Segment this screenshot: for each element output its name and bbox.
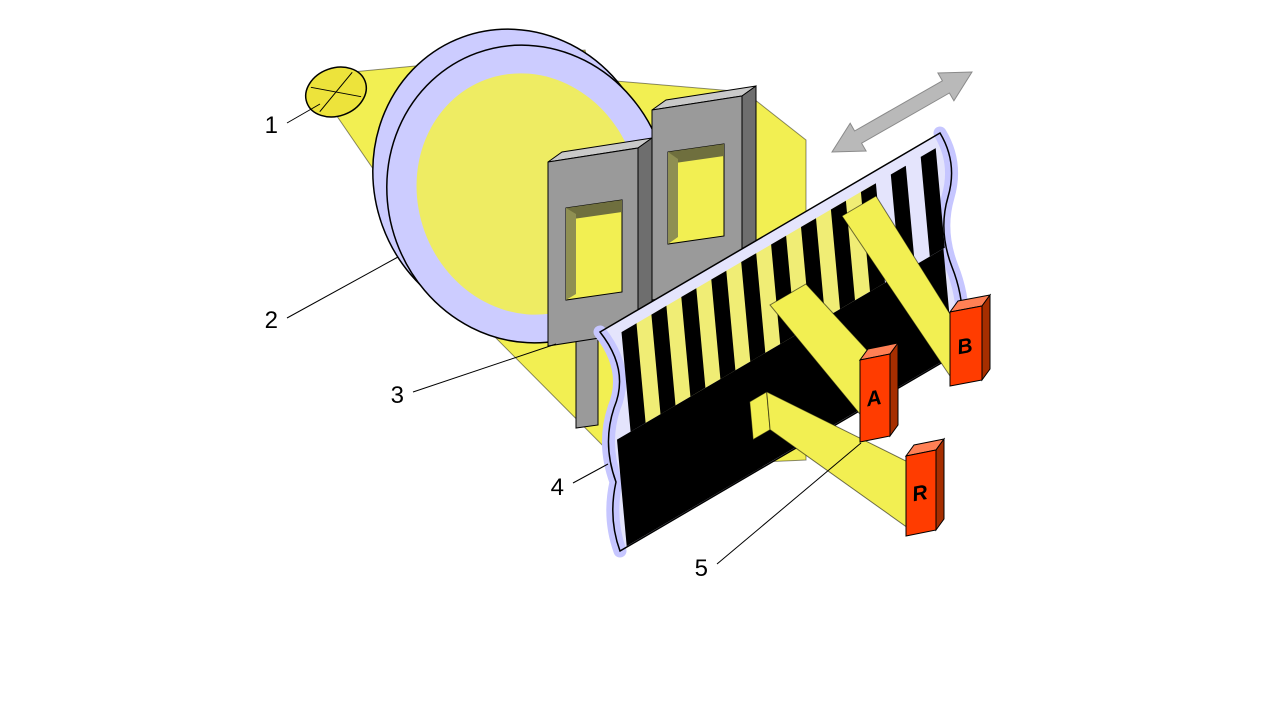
scale-stripe [651,305,676,415]
detector-b-label: B [955,334,974,359]
callout-2: 2 [265,256,399,334]
scale-stripe [920,148,945,257]
callout-label-3: 3 [391,382,404,409]
callout-label-2: 2 [265,307,278,334]
scale-stripe [711,270,736,380]
detector-a-front-face [859,353,891,443]
motion-arrow [831,71,973,153]
light-bulb [304,66,368,118]
callout-label-4: 4 [551,474,564,501]
leader-line-2 [286,256,399,319]
callout-4: 4 [551,463,609,501]
callout-1: 1 [265,103,321,139]
callout-label-5: 5 [695,555,708,582]
mask-group [547,85,757,347]
scale-stripe [681,288,706,397]
bulb-filament-cross-2 [319,71,353,113]
leader-line-4 [572,463,609,484]
scale-stripe [830,200,855,310]
detector-a-label: A [863,386,883,411]
scale-stripe [890,165,915,275]
scale-stripe [621,323,646,432]
detector-b: B [948,293,992,387]
detector-r: R [904,437,946,537]
callout-label-1: 1 [265,112,278,139]
detector-r-label: R [910,481,930,506]
scale-stripe [741,253,766,362]
mask-window-left-inner-top [566,200,622,220]
detector-r-side-face [935,437,945,532]
mask-window-right-inner-side [668,152,678,244]
detector-b-front-face [949,305,983,387]
mask-window-right-inner-top [668,144,724,164]
detector-a: A [858,341,900,443]
leader-line-1 [286,103,321,124]
leader-line-5 [716,442,862,565]
mask-window-left-inner-side [566,208,576,300]
scale-opaque-region [617,248,954,547]
detector-b-side-face [981,293,991,382]
callout-5: 5 [695,442,862,582]
detector-a-side-face [889,341,899,438]
leader-line-3 [412,343,557,393]
detector-r-front-face [905,449,937,537]
callout-3: 3 [391,343,557,409]
